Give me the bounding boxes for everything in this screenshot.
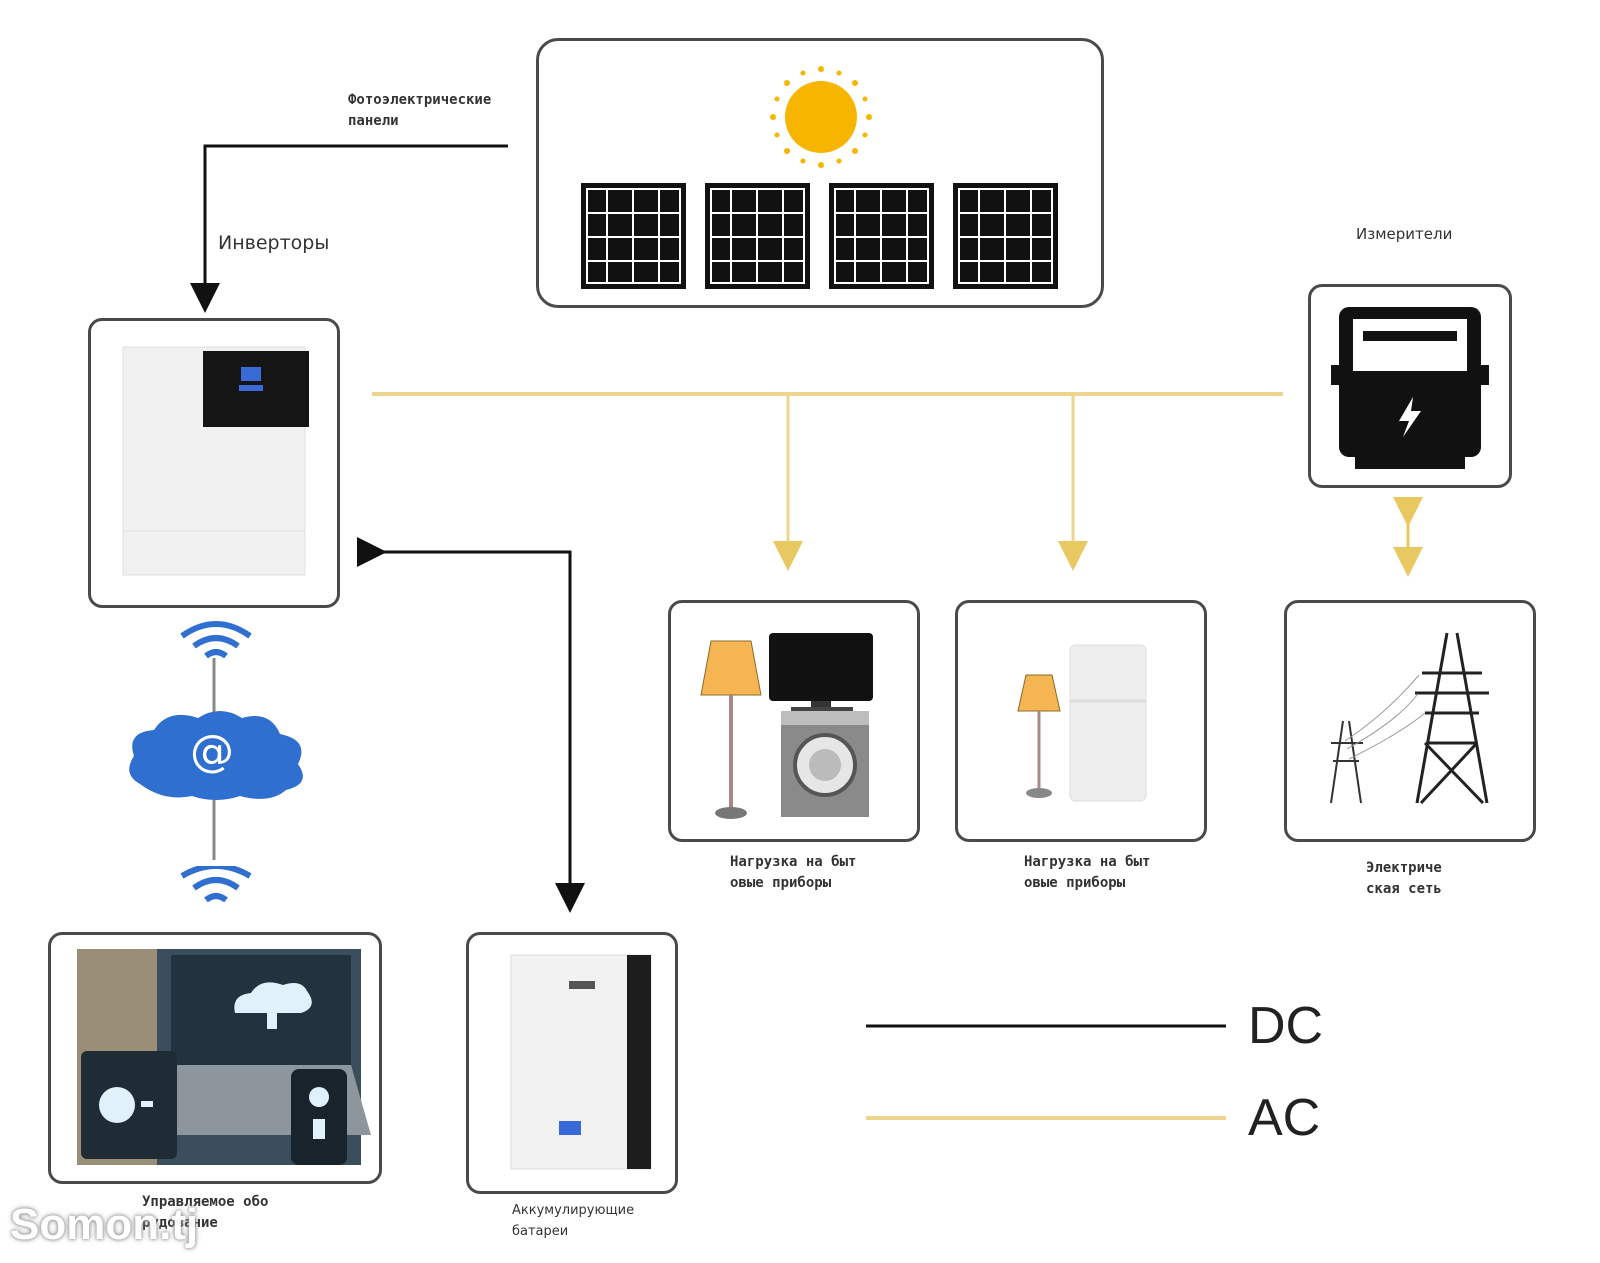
wifi-icon <box>180 621 252 659</box>
meter-icon <box>1331 307 1489 469</box>
small-tower-icon <box>1330 720 1363 804</box>
power-tower-illustration <box>1330 632 1489 805</box>
managed-equipment-box <box>48 932 382 1184</box>
batteries-label: Аккумулирующие батареи <box>512 1203 635 1239</box>
devices-illustration <box>77 949 371 1165</box>
legend-dc-label: DC <box>1248 997 1324 1055</box>
inverter-icon <box>122 346 309 576</box>
smartphone-icon <box>291 1069 347 1165</box>
refrigerator-icon <box>1069 644 1147 802</box>
tv-icon <box>769 633 873 713</box>
meter-box <box>1308 284 1512 488</box>
load-2-label: Нагрузка на быт овые приборы <box>1024 854 1151 891</box>
pv-panels-illustration <box>581 66 1058 289</box>
battery-box <box>466 932 678 1194</box>
tablet-icon <box>81 1051 177 1159</box>
wifi-icon <box>180 866 252 903</box>
load-1-box <box>668 600 920 842</box>
battery-icon <box>510 954 652 1170</box>
managed-equipment-label: Управляемое обо рудование <box>142 1194 269 1231</box>
load-2-illustration <box>1017 644 1147 802</box>
grid-label: Электриче ская сеть <box>1366 860 1442 897</box>
tall-tower-icon <box>1415 632 1489 805</box>
washing-machine-icon <box>781 711 869 817</box>
pv-panels-box <box>536 38 1104 308</box>
lamp-icon <box>1017 674 1061 798</box>
solar-panel-icon <box>705 183 810 289</box>
grid-box <box>1284 600 1536 842</box>
watermark: Somon.tj <box>10 1200 199 1249</box>
solar-panel-icon <box>581 183 686 289</box>
load-1-label: Нагрузка на быт овые приборы <box>730 854 857 891</box>
dc-line-inverter-battery <box>357 537 585 913</box>
pv-panels-label: Фотоэлектрические панели <box>348 92 492 129</box>
inverters-label: Инверторы <box>218 232 330 254</box>
dc-line-pv-to-inverter <box>190 144 508 313</box>
load-2-box <box>955 600 1207 842</box>
cloud-icon <box>129 711 303 800</box>
power-lines <box>1344 674 1426 760</box>
lamp-icon <box>700 640 762 819</box>
load-1-illustration <box>700 633 873 819</box>
legend-ac-label: AC <box>1248 1089 1321 1147</box>
solar-panel-icon <box>829 183 934 289</box>
sun-icon <box>770 66 872 168</box>
inverter-box <box>88 318 340 608</box>
solar-panel-icon <box>953 183 1058 289</box>
cloud-at-symbol: @ <box>190 726 234 777</box>
meters-label: Измерители <box>1356 225 1453 243</box>
